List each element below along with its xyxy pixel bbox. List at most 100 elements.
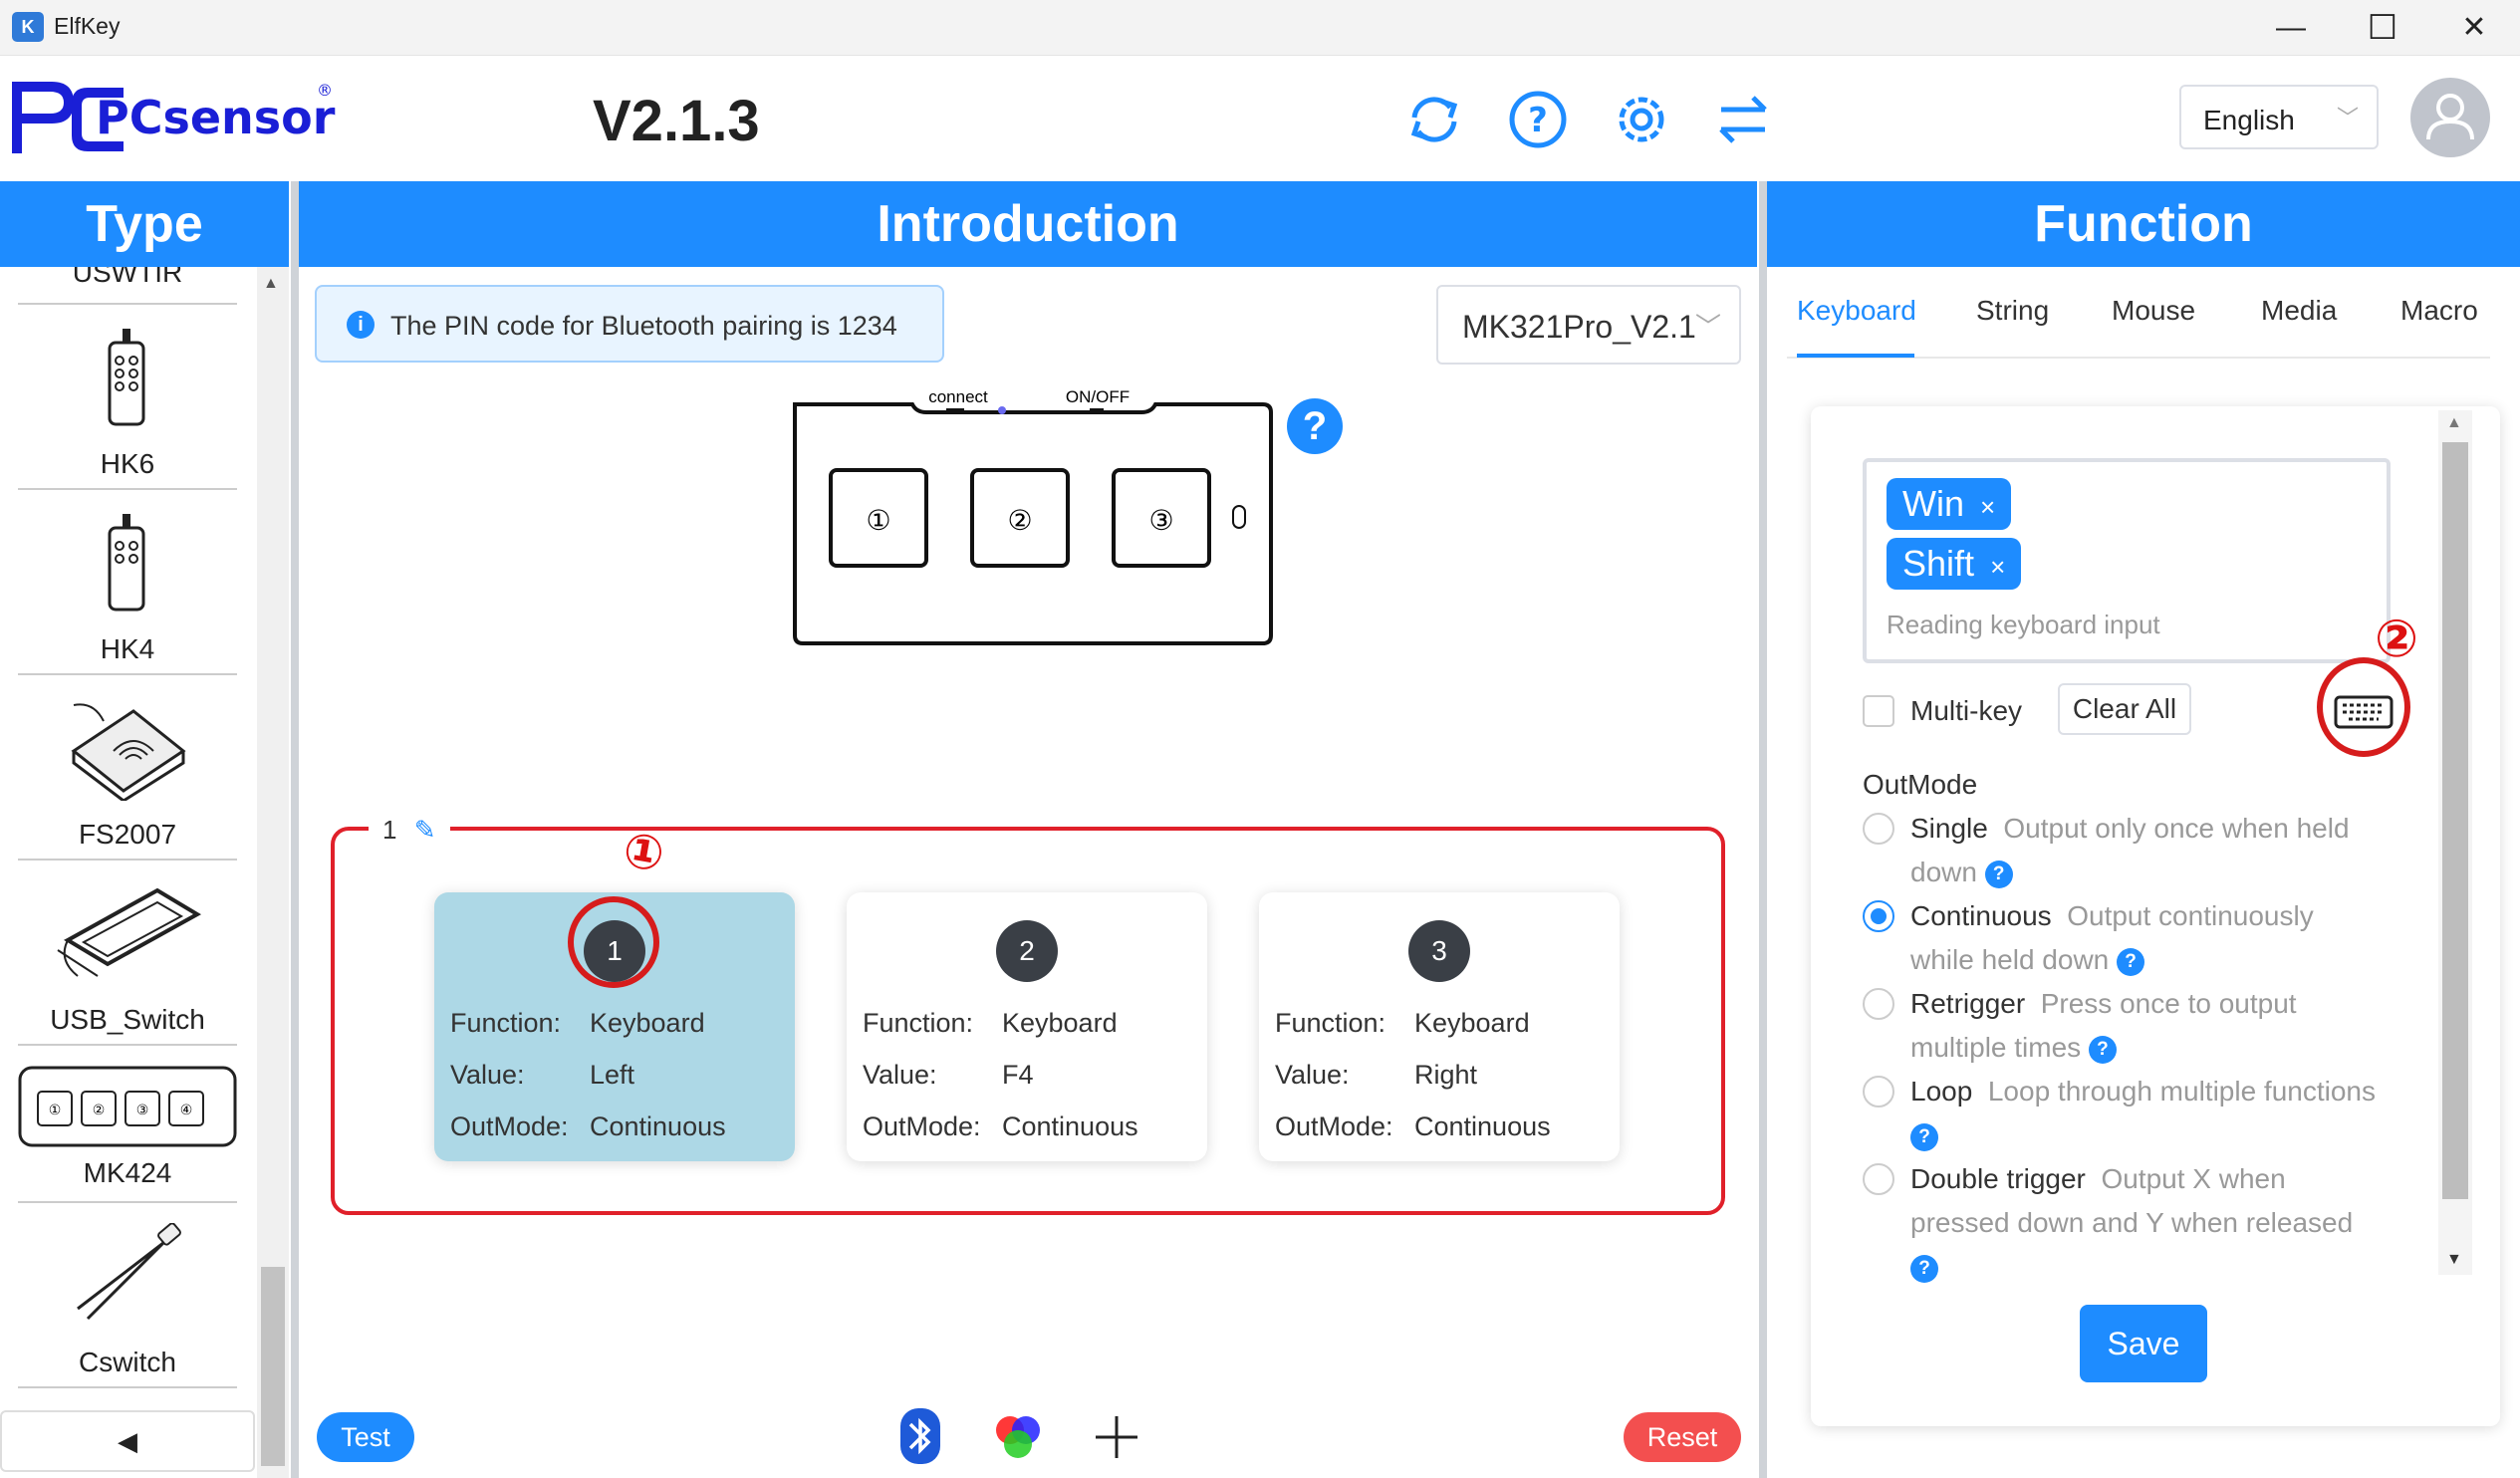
reset-button[interactable]: Reset xyxy=(1624,1412,1741,1462)
bluetooth-icon[interactable] xyxy=(898,1406,942,1466)
sidebar-item-label: FS2007 xyxy=(78,819,177,850)
option-description: Output continuously while held down xyxy=(1910,900,2314,975)
tab-string[interactable]: String xyxy=(1976,295,2050,326)
sidebar-scroll-thumb[interactable] xyxy=(261,1267,285,1466)
collapse-sidebar-button[interactable]: ◀ xyxy=(0,1410,255,1472)
function-panel-title: Function xyxy=(1767,181,2520,267)
model-select[interactable]: MK321Pro_V2.1 ﹀ xyxy=(1436,285,1741,365)
scroll-up-arrow-icon[interactable]: ▲ xyxy=(2446,414,2462,431)
option-help-icon[interactable]: ? xyxy=(1910,1122,1938,1151)
option-loop[interactable]: Loop Loop through multiple functions ? xyxy=(1910,1070,2379,1157)
test-button[interactable]: Test xyxy=(317,1412,414,1462)
sidebar-item-fs2007[interactable]: FS2007 xyxy=(18,675,237,861)
key-number-badge: 2 xyxy=(996,920,1058,982)
svg-text:®: ® xyxy=(317,81,333,100)
multikey-checkbox[interactable] xyxy=(1863,695,1894,727)
key-card-2[interactable]: 2 Function:Keyboard Value:F4 OutMode:Con… xyxy=(847,892,1207,1161)
sidebar-item-mk424[interactable]: ① ② ③ ④ MK424 xyxy=(18,1046,237,1203)
option-help-icon[interactable]: ? xyxy=(2088,1035,2117,1064)
option-name: Single xyxy=(1910,813,1988,844)
diagram-key-3 xyxy=(1112,468,1211,568)
caret-left-icon: ◀ xyxy=(118,1426,137,1456)
radio-continuous[interactable] xyxy=(1863,900,1894,932)
connect-label: connect xyxy=(928,388,988,406)
key-value: Right xyxy=(1414,1060,1478,1090)
close-button[interactable]: ✕ xyxy=(2461,11,2487,44)
option-description: Press once to output multiple times xyxy=(1910,988,2297,1063)
key-tag-shift: Shift × xyxy=(1887,538,2022,590)
language-value: English xyxy=(2203,105,2295,135)
outmode-label: OutMode: xyxy=(450,1111,569,1141)
chevron-down-icon: ﹀ xyxy=(1694,312,1721,342)
six-button-remote-icon xyxy=(108,329,145,426)
add-plus-icon[interactable] xyxy=(1092,1412,1141,1462)
scroll-down-arrow-icon[interactable]: ▼ xyxy=(2446,1251,2462,1268)
function-scroll-thumb[interactable] xyxy=(2442,442,2468,1199)
window-title: ElfKey xyxy=(54,13,121,39)
help-icon[interactable]: ? xyxy=(1506,88,1570,151)
function-label: Function: xyxy=(1275,1008,1386,1038)
clear-all-button[interactable]: Clear All xyxy=(2058,683,2191,735)
sidebar-item-hk6[interactable]: HK6 xyxy=(18,305,237,490)
group-label: 1 ✎ xyxy=(369,815,450,846)
svg-text:④: ④ xyxy=(180,1103,193,1118)
scroll-up-arrow-icon[interactable]: ▲ xyxy=(263,275,279,292)
tab-keyboard[interactable]: Keyboard xyxy=(1797,295,1916,326)
active-tab-indicator xyxy=(1797,354,1914,358)
keyboard-icon[interactable] xyxy=(2331,687,2396,737)
four-button-remote-icon xyxy=(108,514,145,612)
maximize-button[interactable]: ☐ xyxy=(2367,9,2398,47)
rgb-light-icon[interactable] xyxy=(990,1408,1046,1464)
cable-switch-icon xyxy=(77,1223,181,1321)
tab-mouse[interactable]: Mouse xyxy=(2112,295,2196,326)
option-help-icon[interactable]: ? xyxy=(2117,947,2145,976)
sidebar-item-uswtir[interactable]: USWTIR xyxy=(18,267,237,305)
user-avatar[interactable] xyxy=(2410,78,2490,157)
usb-switch-icon xyxy=(57,887,201,977)
keyboard-input-field[interactable]: Win × Shift × Reading keyboard input xyxy=(1863,458,2391,663)
tab-macro[interactable]: Macro xyxy=(2400,295,2478,326)
radio-loop[interactable] xyxy=(1863,1076,1894,1108)
settings-gear-icon[interactable] xyxy=(1610,88,1673,151)
radio-single[interactable] xyxy=(1863,813,1894,845)
sidebar-item-label: HK6 xyxy=(100,448,155,479)
remove-tag-icon[interactable]: × xyxy=(1980,492,1996,522)
option-description: Loop through multiple functions xyxy=(1987,1076,2377,1107)
outmode-label: OutMode: xyxy=(1275,1111,1393,1141)
function-value: Keyboard xyxy=(1414,1008,1530,1038)
option-help-icon[interactable]: ? xyxy=(1910,1254,1938,1283)
save-button[interactable]: Save xyxy=(2080,1305,2207,1382)
svg-text:①: ① xyxy=(49,1103,62,1118)
tabs-divider xyxy=(1787,357,2490,359)
outmode-value: Continuous xyxy=(1002,1111,1138,1141)
option-single[interactable]: Single Output only once when held down ? xyxy=(1910,807,2379,894)
radio-retrigger[interactable] xyxy=(1863,988,1894,1020)
option-retrigger[interactable]: Retrigger Press once to output multiple … xyxy=(1910,982,2379,1070)
outmode-value: Continuous xyxy=(1414,1111,1551,1141)
key-card-3[interactable]: 3 Function:Keyboard Value:Right OutMode:… xyxy=(1259,892,1620,1161)
value-label: Value: xyxy=(1275,1060,1350,1090)
sidebar-item-hk4[interactable]: HK4 xyxy=(18,490,237,675)
key-value: F4 xyxy=(1002,1060,1034,1090)
sidebar-item-usb-switch[interactable]: USB_Switch xyxy=(18,861,237,1046)
device-help-icon[interactable]: ? xyxy=(1287,398,1343,454)
language-select[interactable]: English ﹀ xyxy=(2179,85,2379,149)
switch-arrows-icon[interactable] xyxy=(1711,88,1775,151)
option-double-trigger[interactable]: Double trigger Output X when pressed dow… xyxy=(1910,1157,2379,1289)
diagram-key-1 xyxy=(829,468,928,568)
sidebar-item-label: USB_Switch xyxy=(50,1004,205,1035)
sidebar-item-cswitch[interactable]: Cswitch xyxy=(18,1203,237,1388)
tab-media[interactable]: Media xyxy=(2261,295,2338,326)
function-label: Function: xyxy=(863,1008,974,1038)
value-label: Value: xyxy=(863,1060,937,1090)
edit-pencil-icon[interactable]: ✎ xyxy=(413,815,436,845)
minimize-button[interactable]: — xyxy=(2276,11,2306,44)
option-continuous[interactable]: Continuous Output continuously while hel… xyxy=(1910,894,2379,982)
radio-double-trigger[interactable] xyxy=(1863,1163,1894,1195)
option-name: Continuous xyxy=(1910,900,2052,931)
remove-tag-icon[interactable]: × xyxy=(1990,552,2006,582)
option-name: Loop xyxy=(1910,1076,1973,1107)
refresh-icon[interactable] xyxy=(1402,88,1466,151)
device-type-list: USWTIR HK6 HK4 FS2007 xyxy=(0,267,289,1478)
option-help-icon[interactable]: ? xyxy=(1984,860,2013,888)
